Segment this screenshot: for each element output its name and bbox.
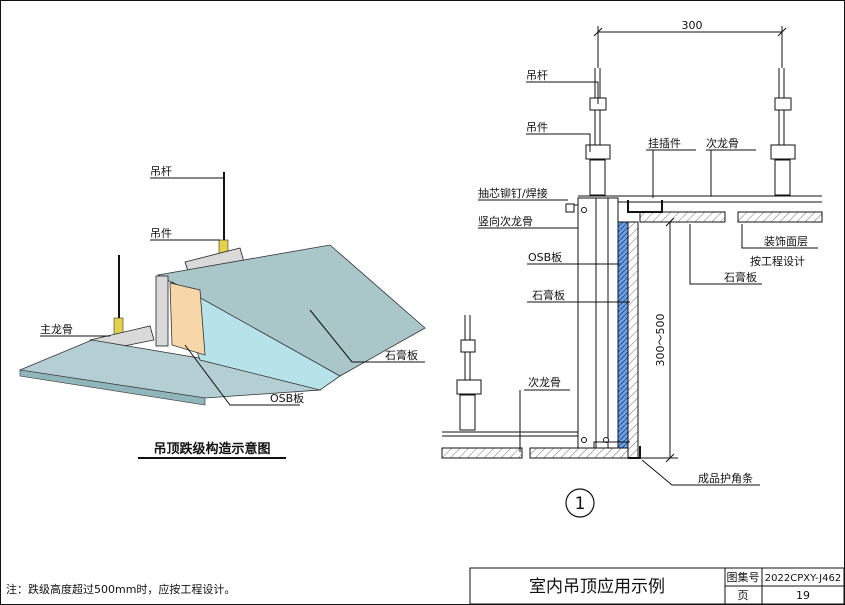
label-osb-board: OSB板 [270, 391, 304, 405]
atlas-number: 2022CPXY-J462 [765, 573, 841, 584]
label-sv-osb: OSB板 [528, 250, 562, 264]
label-sv-vertical-keel: 竖向次龙骨 [478, 214, 533, 228]
footnote: 注：跌级高度超过500mm时，应按工程设计。 [6, 582, 235, 596]
label-sv-secondary-keel-top: 次龙骨 [706, 136, 739, 150]
label-sv-finish-note: 按工程设计 [750, 254, 805, 268]
label-sv-rivet-weld: 抽芯铆钉/焊接 [478, 186, 548, 200]
upper-slab-left [639, 211, 726, 223]
label-sv-corner-bead: 成品护角条 [698, 471, 753, 485]
isometric-view: 吊杆 吊件 主龙骨 石膏板 OSB板 吊顶跌级构造示意图 [18, 164, 426, 459]
label-sv-hanger-rod: 吊杆 [526, 68, 548, 82]
osb-band [617, 221, 629, 449]
lower-slab-right [529, 447, 629, 459]
label-sv-gypsum-right: 石膏板 [724, 270, 757, 284]
label-sv-gypsum-left: 石膏板 [532, 288, 565, 302]
dim-top: 300 [682, 19, 703, 32]
detail-bubble [565, 488, 595, 518]
label-main-keel: 主龙骨 [40, 323, 73, 336]
lower-slab-left [441, 447, 523, 459]
upper-slab-right [737, 211, 823, 223]
page-label: 页 [738, 589, 749, 602]
section-view: 300 [441, 19, 823, 518]
label-sv-finish-layer: 装饰面层 [764, 234, 808, 248]
label-hanger: 吊件 [150, 227, 172, 240]
label-sv-secondary-keel-bottom: 次龙骨 [528, 375, 561, 389]
label-sv-hanger: 吊件 [526, 121, 548, 134]
atlas-label: 图集号 [727, 570, 760, 584]
detail-number: 1 [575, 494, 586, 514]
view-title: 吊顶跌级构造示意图 [153, 441, 270, 457]
osb-face [169, 282, 206, 356]
title-block: 室内吊顶应用示例 图集号 2022CPXY-J462 页 19 [469, 567, 845, 605]
label-sv-clip: 挂插件 [648, 136, 681, 150]
page-number: 19 [796, 589, 810, 602]
gypsum-vertical [627, 221, 639, 459]
drawing-title: 室内吊顶应用示例 [529, 577, 665, 597]
label-hanger-rod: 吊杆 [150, 164, 172, 178]
label-gypsum-board: 石膏板 [385, 348, 418, 362]
dim-height: 300～500 [654, 314, 667, 367]
